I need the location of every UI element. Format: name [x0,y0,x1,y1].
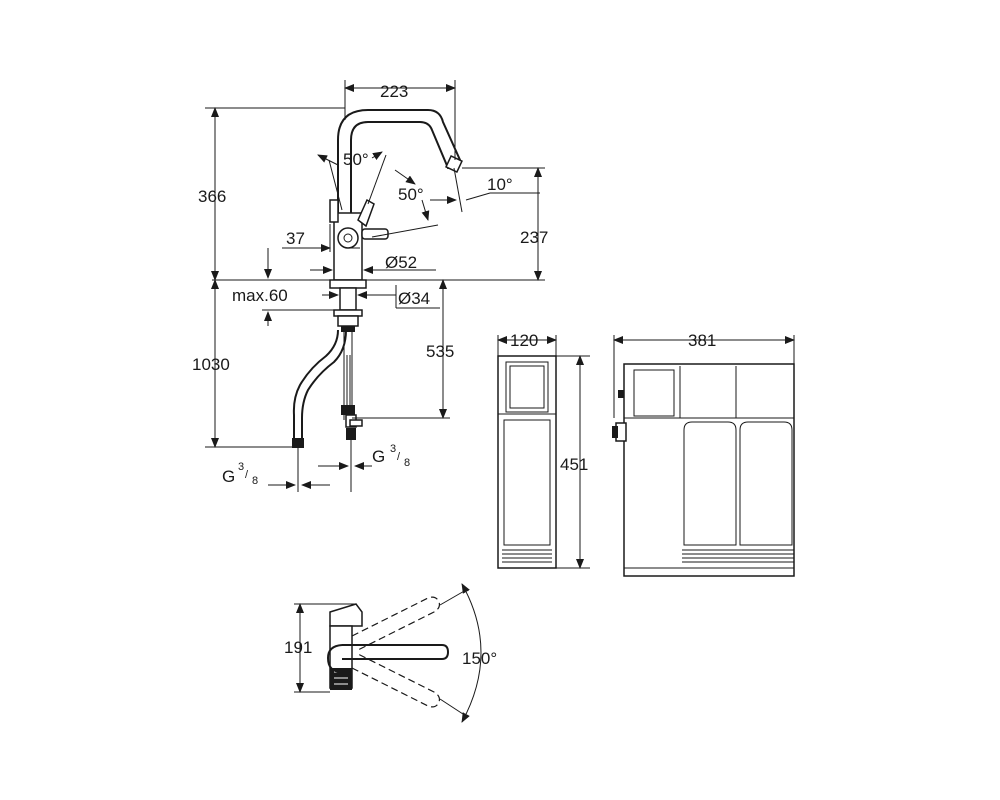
dim-lever-offset: 37 [286,229,305,248]
faucet-dimensions: 223 366 237 50° 50° 10° 37 Ø52 [192,80,548,489]
dim-lever-angle-side: 50° [398,185,424,204]
filter-front-view [612,363,795,577]
filter-side-dimensions: 120 451 [497,331,590,569]
dim-base-diameter: Ø52 [385,253,417,272]
dim-filter-height: 451 [560,455,588,474]
flex-hose [292,329,339,440]
dim-top-view-depth: 191 [284,638,312,657]
filter-side-view [497,355,557,569]
cartridge-left [683,421,737,546]
dim-total-height: 366 [198,187,226,206]
connection-right-numerator: 3 [390,443,396,455]
top-view-dimensions: 191 150° [284,603,497,693]
svg-text:/: / [245,469,249,481]
dim-swivel-angle: 150° [462,649,497,668]
lever-up [357,198,375,228]
cartridge-right [739,421,793,546]
connection-right-denominator: 8 [404,457,410,469]
filter-front-dimensions: 381 [613,331,795,418]
spout-swing-up [351,596,441,651]
lever-side [361,228,389,240]
connection-right-letter: G [372,447,385,466]
dim-spout-reach: 223 [380,82,408,101]
dim-lever-angle-top: 50° [343,150,369,169]
dim-shank-diameter: Ø34 [398,289,430,308]
dim-connection-height: 535 [426,342,454,361]
faucet-side-view [212,109,545,492]
dim-filter-depth: 120 [510,331,538,350]
dim-spout-height: 237 [520,228,548,247]
dim-filter-width: 381 [688,331,716,350]
spout-top-straight [342,644,450,660]
connection-left-letter: G [222,467,235,486]
dim-hose-length: 1030 [192,355,230,374]
spout-swing-down [351,653,441,708]
connection-left-denominator: 8 [252,475,258,487]
faucet-top-view [326,583,482,723]
dim-max-deck-thickness: max.60 [232,286,288,305]
connection-left-numerator: 3 [238,461,244,473]
svg-text:/: / [397,451,401,463]
dim-spout-tilt: 10° [487,175,513,194]
